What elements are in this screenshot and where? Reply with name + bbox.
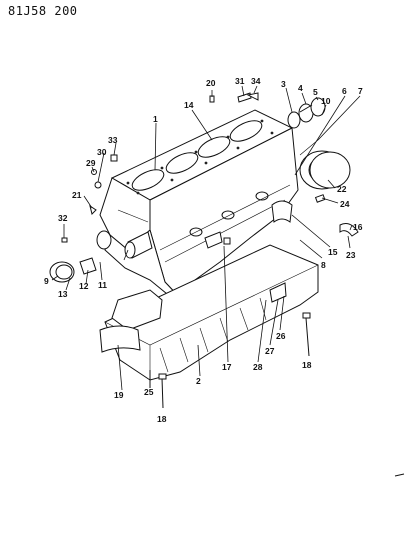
callout-24: 24: [340, 199, 350, 209]
timing-cover-seal: [299, 139, 351, 190]
callout-29: 29: [86, 158, 96, 168]
callout-14: 14: [184, 100, 194, 110]
leader-lines: [51, 85, 361, 391]
callout-32: 32: [58, 213, 68, 223]
callout-30: 30: [97, 147, 107, 157]
diagram-code: 81J58 200: [8, 4, 78, 18]
callout-21: 21: [72, 190, 82, 200]
callout-23: 23: [346, 250, 356, 260]
callout-18-bottom: 18: [157, 414, 167, 424]
callout-26: 26: [276, 331, 286, 341]
callout-10: 10: [321, 96, 331, 106]
callout-8: 8: [321, 260, 326, 270]
callout-1: 1: [153, 114, 158, 124]
main-bearing-half: [339, 223, 359, 237]
dowel-pin: [314, 194, 326, 203]
callout-19: 19: [114, 390, 124, 400]
callout-22: 22: [337, 184, 347, 194]
callout-31: 31: [235, 76, 245, 86]
callout-27: 27: [265, 346, 275, 356]
oil-pan-bolts: [149, 312, 311, 409]
callout-3: 3: [281, 79, 286, 89]
plugs-and-fittings: [61, 92, 259, 245]
rear-plug-front-cup: [49, 230, 112, 283]
camshaft-bearings: [287, 97, 326, 129]
callout-11: 11: [98, 280, 107, 290]
callout-25: 25: [144, 387, 154, 397]
callout-2: 2: [196, 376, 201, 386]
callout-7: 7: [358, 86, 363, 96]
callout-28: 28: [253, 362, 263, 372]
callout-33: 33: [108, 135, 118, 145]
callout-5: 5: [313, 87, 318, 97]
callout-16: 16: [353, 222, 363, 232]
callout-numbers: 1 2 3 4 5 6 7 8 9 10 11 12 13 14 15 16 1…: [44, 76, 363, 424]
rear-main-seal-retainer: [99, 289, 163, 353]
callout-17: 17: [222, 362, 232, 372]
callout-4: 4: [298, 83, 303, 93]
callout-6: 6: [342, 86, 347, 96]
corner-mark: [394, 473, 405, 477]
cylinder-block: [99, 109, 299, 301]
callout-13: 13: [58, 289, 68, 299]
callout-9: 9: [44, 276, 49, 286]
main-bearing-upper: [271, 200, 293, 223]
callout-15: 15: [328, 247, 338, 257]
callout-18-right: 18: [302, 360, 312, 370]
callout-34: 34: [251, 76, 261, 86]
callout-20: 20: [206, 78, 216, 88]
callout-12: 12: [79, 281, 89, 291]
